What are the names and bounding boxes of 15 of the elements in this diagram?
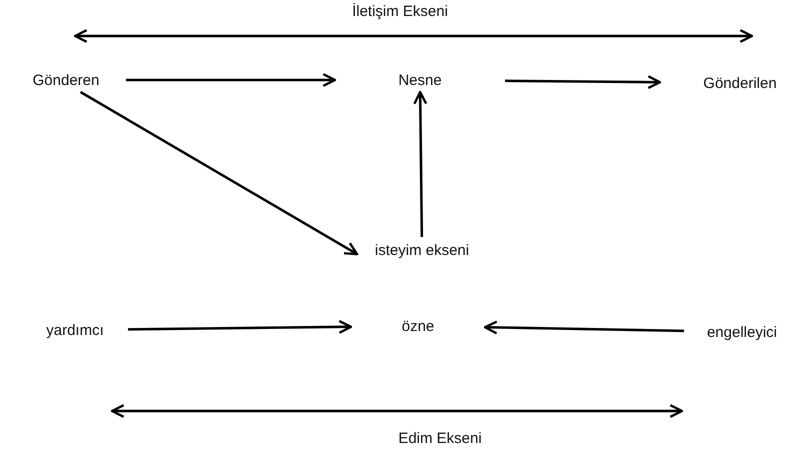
node-label: Gönderen xyxy=(32,72,100,88)
arrow xyxy=(484,320,684,334)
axis-label: İletişim Ekseni xyxy=(352,3,448,20)
arrow xyxy=(128,320,352,334)
node-label: yardımcı xyxy=(46,322,104,338)
axis-label: Edim Ekseni xyxy=(398,430,482,447)
node-label: özne xyxy=(402,318,434,334)
arrow xyxy=(413,90,428,238)
arrow xyxy=(504,75,662,90)
arrow xyxy=(126,73,336,87)
node-label: isteyim ekseni xyxy=(374,242,470,258)
arrow xyxy=(80,90,358,256)
node-label: Gönderilen xyxy=(703,74,777,92)
node-label: engelleyici xyxy=(706,324,778,340)
node-label: Nesne xyxy=(398,72,442,88)
